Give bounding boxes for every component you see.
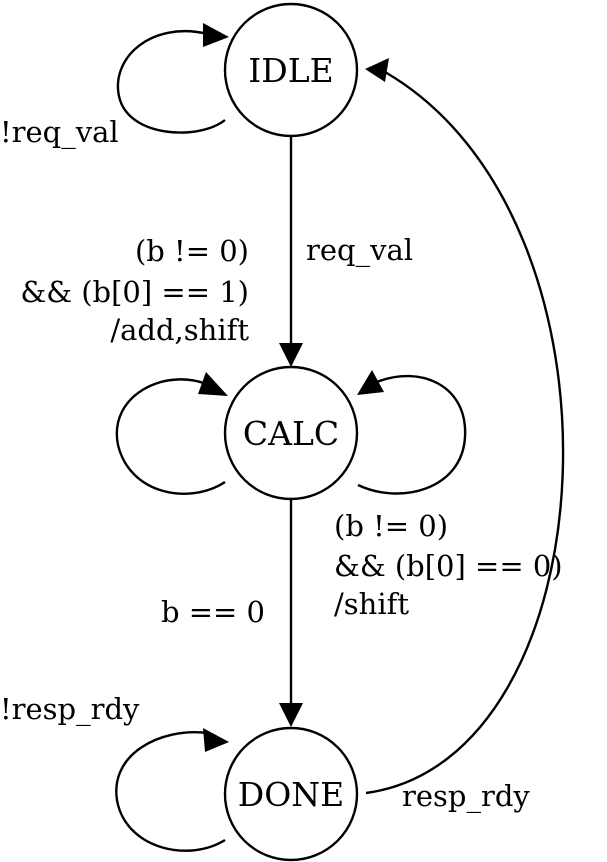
state-done: DONE (223, 726, 359, 862)
state-calc: CALC (223, 365, 359, 501)
state-done-label: DONE (238, 775, 344, 814)
idle-to-calc-edge (279, 136, 303, 367)
calc-to-done-label: b == 0 (161, 595, 265, 629)
calc-right-loop-label-line-2: && (b[0] == 0) (334, 549, 563, 583)
calc-left-loop-label-line-2: && (b[0] == 1) (20, 275, 249, 309)
done-self-loop (115, 728, 229, 852)
idle-to-calc-label: req_val (306, 233, 413, 268)
calc-right-loop-label-line-3: /shift (334, 587, 409, 621)
state-idle: IDLE (223, 2, 359, 138)
calc-to-done-edge (279, 499, 303, 727)
idle-self-loop-label: !req_val (0, 115, 119, 150)
done-to-idle-label: resp_rdy (402, 779, 530, 814)
idle-self-loop (116, 23, 229, 134)
calc-right-loop-label-line-1: (b != 0) (334, 509, 448, 543)
state-idle-label: IDLE (248, 51, 334, 90)
calc-left-loop-label-line-1: (b != 0) (135, 234, 249, 268)
done-to-idle-edge (365, 58, 565, 795)
calc-right-self-loop (357, 370, 467, 495)
calc-left-loop-label-line-3: /add,shift (110, 313, 249, 347)
state-calc-label: CALC (243, 414, 339, 453)
calc-left-self-loop (115, 372, 228, 495)
done-self-loop-label: !resp_rdy (0, 692, 140, 727)
